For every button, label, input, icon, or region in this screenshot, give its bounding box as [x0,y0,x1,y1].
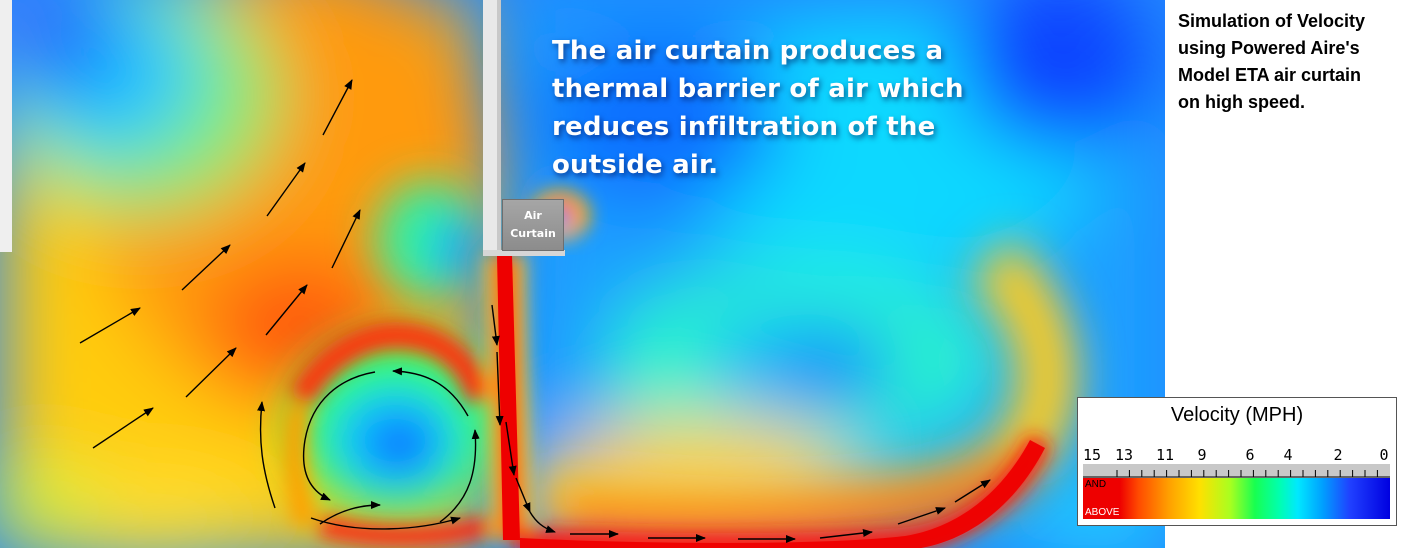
legend-ruler [1083,464,1390,478]
velocity-legend: Velocity (MPH) 15 13 11 9 6 4 2 0 AND AB… [1077,397,1397,526]
legend-tick-label: 6 [1245,446,1255,464]
air-curtain-label: Air Curtain [510,209,556,240]
legend-ruler-ticks [1083,470,1390,478]
flow-arrows [79,79,991,543]
legend-tick-label: 15 [1082,446,1102,464]
legend-gradient-bar [1083,478,1390,519]
legend-tick-labels: 15 13 11 9 6 4 2 0 [1083,446,1389,466]
legend-tick-label: 9 [1197,446,1207,464]
legend-max-label-top: AND [1085,479,1107,490]
headline-text: The air curtain produces a thermal barri… [552,36,964,180]
air-curtain-unit: Air Curtain [502,199,564,251]
legend-max-label-bottom: ABOVE [1085,507,1120,518]
velocity-simulation [0,0,1165,548]
legend-tick-label: 2 [1333,446,1343,464]
legend-tick-label: 4 [1283,446,1293,464]
legend-max-label: AND ABOVE [1085,464,1119,534]
velocity-field [0,0,1165,548]
legend-tick-label: 0 [1379,446,1389,464]
legend-title: Velocity (MPH) [1170,404,1304,426]
legend-color-scale: AND ABOVE [1083,464,1390,519]
simulation-caption: Simulation of Velocity using Powered Air… [1178,11,1366,112]
legend-tick-label: 13 [1114,446,1134,464]
legend-tick-label: 11 [1155,446,1175,464]
